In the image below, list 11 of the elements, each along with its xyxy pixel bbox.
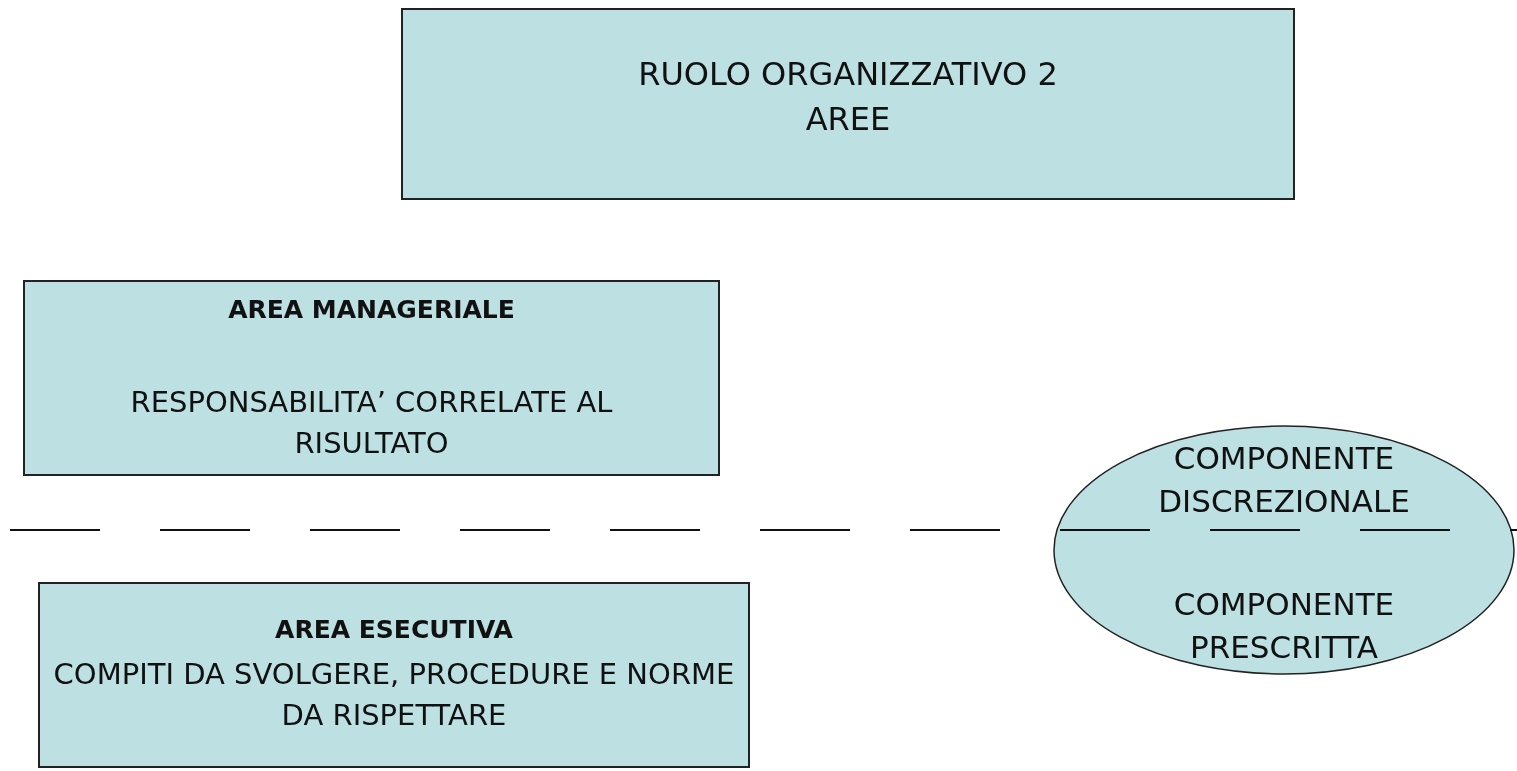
area-box	[38, 582, 750, 768]
ellipse-shape	[1053, 425, 1515, 675]
title-text: RUOLO ORGANIZZATIVO 2 AREE	[637, 54, 1059, 140]
area-description: RESPONSABILITA’ CORRELATE AL RISULTATO	[129, 384, 614, 462]
area-box	[23, 280, 720, 476]
area-description: COMPITI DA SVOLGERE, PROCEDURE E NORME DA RISPETTARE	[52, 656, 736, 734]
component-label: COMPONENTE DISCREZIONALE	[1157, 439, 1411, 522]
area-heading: AREA ESECUTIVA	[274, 614, 514, 646]
area-heading: AREA MANAGERIALE	[227, 294, 516, 326]
area-box	[401, 8, 1295, 200]
component-label: COMPONENTE PRESCRITTA	[1172, 585, 1396, 668]
